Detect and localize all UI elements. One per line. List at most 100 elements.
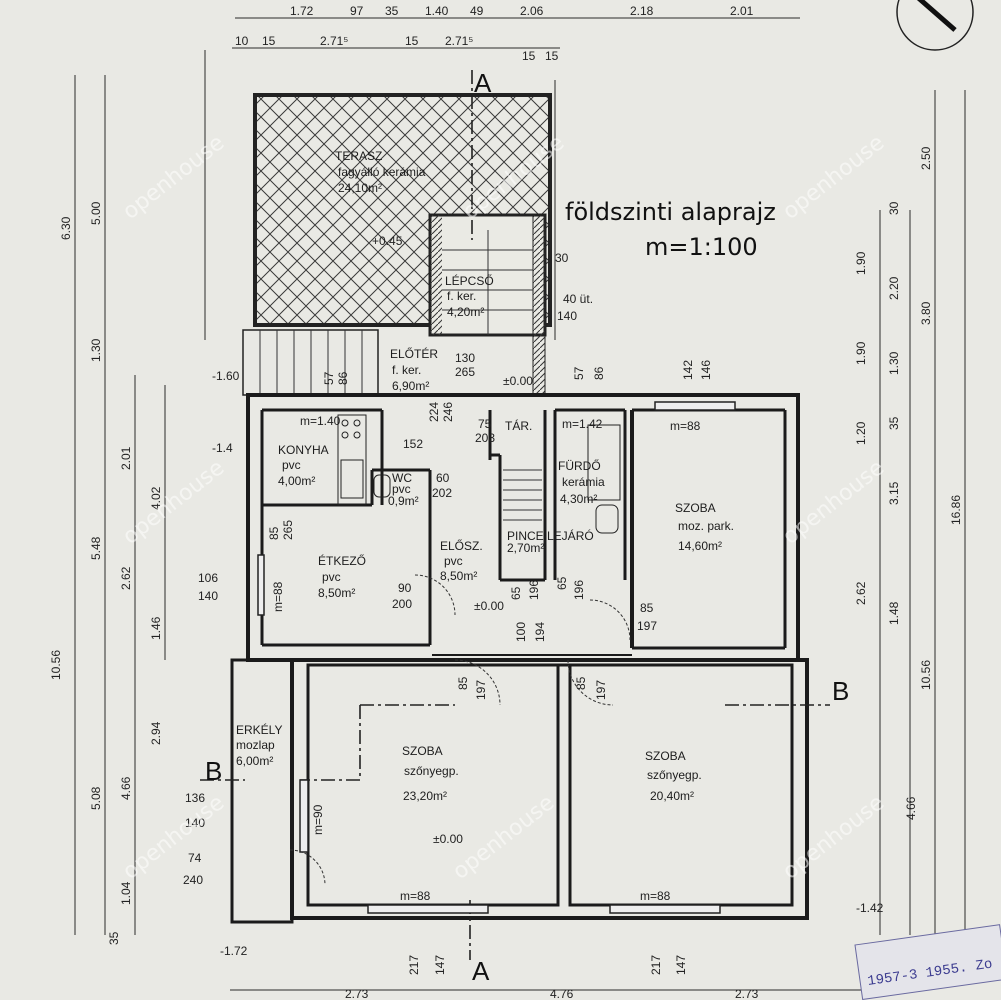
room-floor: pvc xyxy=(444,554,463,568)
dim-label: 265 xyxy=(281,520,295,540)
room-balcony: ERKÉLY mozlap 6,00m² xyxy=(236,722,282,768)
room-name: SZOBA xyxy=(645,749,686,763)
level-mark: ±0.00 xyxy=(433,832,463,846)
windows xyxy=(257,401,736,914)
level-mark: ±0.00 xyxy=(503,374,533,388)
dim-label: 140 xyxy=(198,589,218,603)
dim-label: 202 xyxy=(432,486,452,500)
right-dimensions: 2.50 3.80 16.86 1.90 2.20 1.90 1.30 1.20… xyxy=(854,146,963,950)
dim-label: 1.30 xyxy=(89,338,103,362)
room-floor: pvc xyxy=(392,482,411,496)
room-name: TERASZ xyxy=(335,149,382,163)
dim-label: 35 xyxy=(107,931,121,945)
room-name: WC xyxy=(392,471,412,485)
cellar-stairs xyxy=(503,469,542,521)
dim-label: 100 xyxy=(514,622,528,642)
section-label-b-right: B xyxy=(832,676,849,706)
dim-label: 1.04 xyxy=(119,881,133,905)
dim-label: 35 xyxy=(887,416,901,430)
dim-label: 6.30 xyxy=(59,216,73,240)
level-mark: -1.60 xyxy=(212,369,240,383)
level-mark: +0.45 xyxy=(372,234,403,248)
dim-label: 85 xyxy=(456,676,470,690)
room-hall: ELŐTÉR f. ker. 6,90m² xyxy=(390,346,438,393)
dim-label: 4.76 xyxy=(550,987,574,1000)
dim-label: 60 xyxy=(436,471,450,485)
dim-label: 57 xyxy=(322,371,336,385)
dim-label: 203 xyxy=(475,431,495,445)
room-area: 6,00m² xyxy=(236,754,273,768)
north-arrow-icon xyxy=(896,0,974,51)
room-dining: ÉTKEZŐ pvc 8,50m² xyxy=(318,553,366,600)
room-area: 24,10m² xyxy=(338,181,382,195)
dim-label: 217 xyxy=(649,955,663,975)
dim-label: 1.90 xyxy=(854,251,868,275)
dim-label: 49 xyxy=(470,4,484,18)
dim-label: 57 xyxy=(572,366,586,380)
dim-label: 5.08 xyxy=(89,786,103,810)
section-lines xyxy=(200,70,830,960)
dim-label: 4.66 xyxy=(904,796,918,820)
section-label-a-top: A xyxy=(474,68,492,98)
dim-label: 2.18 xyxy=(630,4,654,18)
dim-label: 85 xyxy=(574,676,588,690)
dim-label: 15 xyxy=(405,34,419,48)
window-marks: m=1.40 m=1.42 m=88 m=88 m=88 m=88 m=90 xyxy=(271,414,701,903)
room-name: LÉPCSŐ xyxy=(445,273,494,288)
room-name: ERKÉLY xyxy=(236,722,282,737)
room-area: 4,20m² xyxy=(447,305,484,319)
dim-label: 197 xyxy=(594,680,608,700)
dim-label: 2.71⁵ xyxy=(320,34,348,48)
dim-label: 1.20 xyxy=(854,421,868,445)
dim-label: 85 xyxy=(640,601,654,615)
room-area: 4,00m² xyxy=(278,474,315,488)
dim-label: 30 xyxy=(887,201,901,215)
staircase xyxy=(242,213,547,396)
room-area: 4,30m² xyxy=(560,492,597,506)
room-name: ÉTKEZŐ xyxy=(318,553,366,568)
dim-label: 2.94 xyxy=(149,721,163,745)
dim-label: 140 xyxy=(557,309,577,323)
dim-label: 1.72 xyxy=(290,4,314,18)
room-floor: fagyálló kerámia xyxy=(338,165,426,179)
dim-label: 1.46 xyxy=(149,616,163,640)
dim-label: 4.02 xyxy=(149,486,163,510)
dim-label: 142 xyxy=(681,360,695,380)
dim-label: 140 xyxy=(185,816,205,830)
dim-label: 2.62 xyxy=(854,581,868,605)
room-floor: szőnyegp. xyxy=(404,764,459,778)
room-floor: kerámia xyxy=(562,475,605,489)
dim-label: 2.73 xyxy=(345,987,369,1000)
dim-label: 74 xyxy=(188,851,202,865)
level-mark: -1.42 xyxy=(856,901,884,915)
room-name: PINCE LEJÁRÓ xyxy=(507,528,594,543)
interior-dimensions: 130 265 57 86 57 86 142 146 85 265 106 1… xyxy=(183,251,713,887)
room-stairs: LÉPCSŐ f. ker. 4,20m² xyxy=(445,273,494,319)
dim-label: 2.01 xyxy=(730,4,754,18)
window-mark: m=88 xyxy=(670,419,701,433)
dim-label: 16.86 xyxy=(949,495,963,525)
dim-label: 197 xyxy=(637,619,657,633)
left-dimensions: 6.30 5.00 10.56 1.30 5.48 5.08 4.02 2.01… xyxy=(49,201,163,945)
bath-fixtures xyxy=(373,424,621,534)
dim-label: 147 xyxy=(674,955,688,975)
dim-label: 15 xyxy=(522,49,536,63)
plan-scale: m=1:100 xyxy=(645,233,758,261)
room-floor: pvc xyxy=(282,458,301,472)
dim-label: 86 xyxy=(592,366,606,380)
dim-label: 1.40 xyxy=(425,4,449,18)
room-bath: FÜRDŐ kerámia 4,30m² xyxy=(558,458,605,506)
dim-label: 1.30 xyxy=(887,351,901,375)
room-area: 6,90m² xyxy=(392,379,429,393)
stamp: 1957-3 1955. Zo xyxy=(854,924,1001,1000)
dim-label: 130 xyxy=(455,351,475,365)
dim-label: 75 xyxy=(478,417,492,431)
room-name: TÁR. xyxy=(505,418,532,433)
dim-label: 146 xyxy=(699,360,713,380)
room-corridor: ELŐSZ. pvc 8,50m² xyxy=(440,538,483,583)
dim-label: 65 xyxy=(509,586,523,600)
dim-label: 40 üt. xyxy=(563,292,593,306)
dim-label: 5.00 xyxy=(89,201,103,225)
dim-label: 10.56 xyxy=(919,660,933,690)
